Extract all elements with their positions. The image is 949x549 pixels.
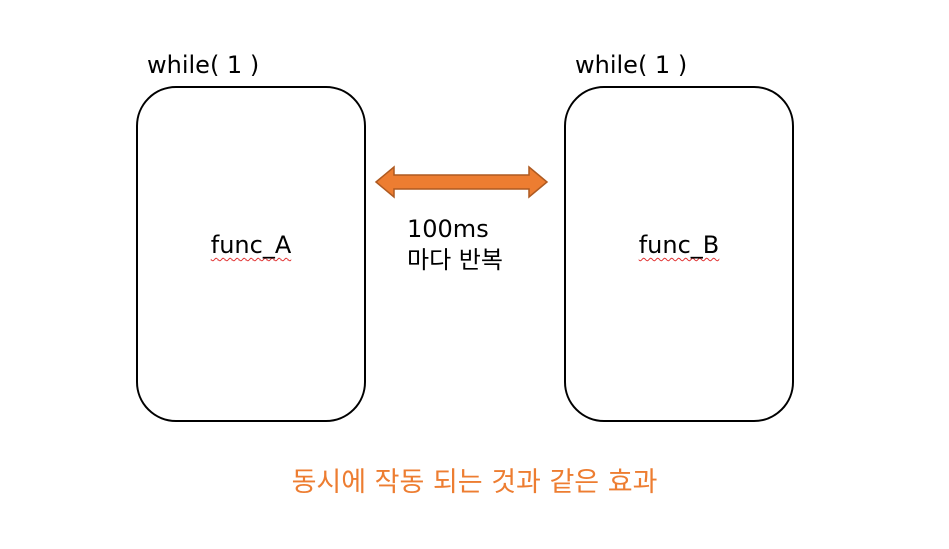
interval-line-1: 100ms (407, 215, 489, 243)
interval-text: 100ms 마다 반복 (407, 214, 503, 276)
func-a-label-wrap: func_A (138, 233, 364, 257)
arrow-shape (374, 165, 549, 199)
double-headed-arrow-icon (374, 165, 549, 199)
func-b-label: func_B (638, 231, 720, 259)
func-b-label-wrap: func_B (566, 233, 792, 257)
right-loop-title: while( 1 ) (575, 51, 688, 79)
interval-line-2: 마다 반복 (407, 246, 503, 274)
left-loop-box: func_A (136, 86, 366, 422)
left-loop-title: while( 1 ) (147, 51, 260, 79)
right-loop-box: func_B (564, 86, 794, 422)
func-a-label: func_A (210, 231, 292, 259)
effect-caption: 동시에 작동 되는 것과 같은 효과 (291, 467, 658, 498)
